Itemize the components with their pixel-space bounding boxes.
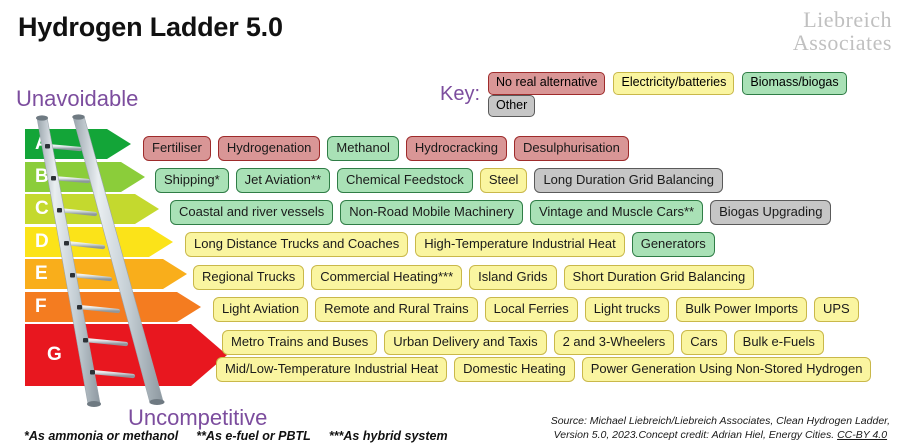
application-pill[interactable]: Regional Trucks bbox=[193, 265, 305, 291]
grade-letter-D: D bbox=[35, 230, 49, 252]
grade-band-arrow-tip bbox=[121, 161, 145, 192]
source-line-2: Version 5.0, 2023.Concept credit: Adrian… bbox=[551, 428, 890, 442]
footnotes: *As ammonia or methanol **As e-fuel or PB… bbox=[24, 429, 466, 443]
application-pill[interactable]: Cars bbox=[681, 330, 727, 356]
footnote-1: *As ammonia or methanol bbox=[24, 429, 179, 443]
grade-band-arrow-tip bbox=[149, 226, 173, 257]
application-pill[interactable]: Bulk Power Imports bbox=[676, 297, 807, 323]
application-pill[interactable]: Light trucks bbox=[584, 297, 670, 323]
application-pill[interactable]: Vintage and Muscle Cars** bbox=[529, 200, 704, 226]
grade-band-E: E bbox=[25, 259, 187, 289]
legend-item-other[interactable]: Other bbox=[488, 94, 536, 118]
legend-item-green[interactable]: Biomass/biogas bbox=[742, 72, 847, 95]
grade-band-C: C bbox=[25, 194, 159, 224]
application-pill[interactable]: Jet Aviation** bbox=[235, 168, 331, 194]
axis-label-uncompetitive: Uncompetitive bbox=[128, 405, 268, 430]
application-pill[interactable]: Hydrocracking bbox=[405, 136, 507, 162]
grade-band-body bbox=[25, 291, 177, 322]
grade-band-F: F bbox=[25, 291, 201, 322]
application-pill[interactable]: UPS bbox=[813, 297, 859, 323]
application-pill[interactable]: Urban Delivery and Taxis bbox=[384, 330, 547, 356]
application-pill[interactable]: Commercial Heating*** bbox=[311, 265, 463, 291]
application-pill[interactable]: Coastal and river vessels bbox=[170, 200, 334, 226]
application-pill[interactable]: Short Duration Grid Balancing bbox=[563, 265, 755, 291]
application-pill[interactable]: Chemical Feedstock bbox=[337, 168, 473, 194]
grade-band-D: D bbox=[25, 226, 173, 257]
grade-letter-E: E bbox=[35, 263, 48, 284]
application-pill[interactable]: Long Duration Grid Balancing bbox=[534, 168, 724, 194]
source-credit: Source: Michael Liebreich/Liebreich Asso… bbox=[551, 414, 890, 442]
application-pill[interactable]: Methanol bbox=[327, 136, 399, 162]
legend-item-red[interactable]: No real alternative bbox=[488, 72, 606, 95]
cc-by-link[interactable]: CC-BY 4.0 bbox=[837, 429, 888, 442]
footnote-3: ***As hybrid system bbox=[328, 429, 448, 443]
application-pill[interactable]: Remote and Rural Trains bbox=[315, 297, 478, 323]
legend: Key: No real alternative Electricity/batt… bbox=[440, 72, 904, 118]
grade-letter-G: G bbox=[47, 344, 62, 365]
application-pill[interactable]: Generators bbox=[631, 232, 715, 258]
logo-line-1: Liebreich bbox=[803, 7, 892, 32]
grade-band-arrow-tip bbox=[163, 259, 187, 289]
grade-letter-B: B bbox=[35, 165, 49, 187]
grade-band-arrow-tip bbox=[135, 194, 159, 224]
application-pill[interactable]: Light Aviation bbox=[213, 297, 309, 323]
axis-label-unavoidable: Unavoidable bbox=[16, 86, 139, 111]
application-pill[interactable]: Metro Trains and Buses bbox=[222, 330, 378, 356]
footnote-2: **As e-fuel or PBTL bbox=[196, 429, 311, 443]
source-line-1: Source: Michael Liebreich/Liebreich Asso… bbox=[550, 415, 890, 427]
pill-row-B: Shipping*Jet Aviation**Chemical Feedstoc… bbox=[155, 168, 724, 194]
grade-letter-F: F bbox=[35, 295, 47, 317]
grade-band-arrow-tip bbox=[177, 291, 201, 322]
grade-band-arrow-tip bbox=[107, 129, 131, 159]
application-pill[interactable]: Desulphurisation bbox=[513, 136, 629, 162]
application-pill[interactable]: Domestic Heating bbox=[454, 357, 575, 383]
application-pill[interactable]: Steel bbox=[479, 168, 528, 194]
application-pill[interactable]: Fertiliser bbox=[143, 136, 211, 162]
grade-band-G: G bbox=[25, 324, 227, 386]
application-pill[interactable]: Shipping* bbox=[155, 168, 229, 194]
legend-item-yellow[interactable]: Electricity/batteries bbox=[613, 72, 735, 95]
application-pill[interactable]: Island Grids bbox=[469, 265, 557, 291]
legend-label: Key: bbox=[440, 83, 481, 106]
grade-band-B: B bbox=[25, 161, 145, 192]
application-pill[interactable]: High-Temperature Industrial Heat bbox=[415, 232, 625, 258]
application-pill[interactable]: Power Generation Using Non-Stored Hydrog… bbox=[581, 357, 872, 383]
grade-band-A: A bbox=[25, 129, 131, 159]
application-pill[interactable]: Mid/Low-Temperature Industrial Heat bbox=[216, 357, 448, 383]
application-pill[interactable]: Non-Road Mobile Machinery bbox=[340, 200, 523, 226]
page-title: Hydrogen Ladder 5.0 bbox=[18, 12, 283, 42]
liebreich-associates-logo: Liebreich Associates bbox=[779, 8, 892, 54]
application-pill[interactable]: 2 and 3-Wheelers bbox=[553, 330, 675, 356]
application-pill[interactable]: Long Distance Trucks and Coaches bbox=[185, 232, 409, 258]
logo-line-2: Associates bbox=[792, 30, 892, 56]
grade-letter-C: C bbox=[35, 198, 49, 219]
application-pill[interactable]: Bulk e-Fuels bbox=[733, 330, 824, 356]
grade-letter-A: A bbox=[35, 133, 49, 154]
application-pill[interactable]: Biogas Upgrading bbox=[710, 200, 832, 226]
source-line-2-text: Version 5.0, 2023.Concept credit: Adrian… bbox=[553, 429, 838, 442]
application-pill[interactable]: Hydrogenation bbox=[217, 136, 321, 162]
application-pill[interactable]: Local Ferries bbox=[484, 297, 578, 323]
